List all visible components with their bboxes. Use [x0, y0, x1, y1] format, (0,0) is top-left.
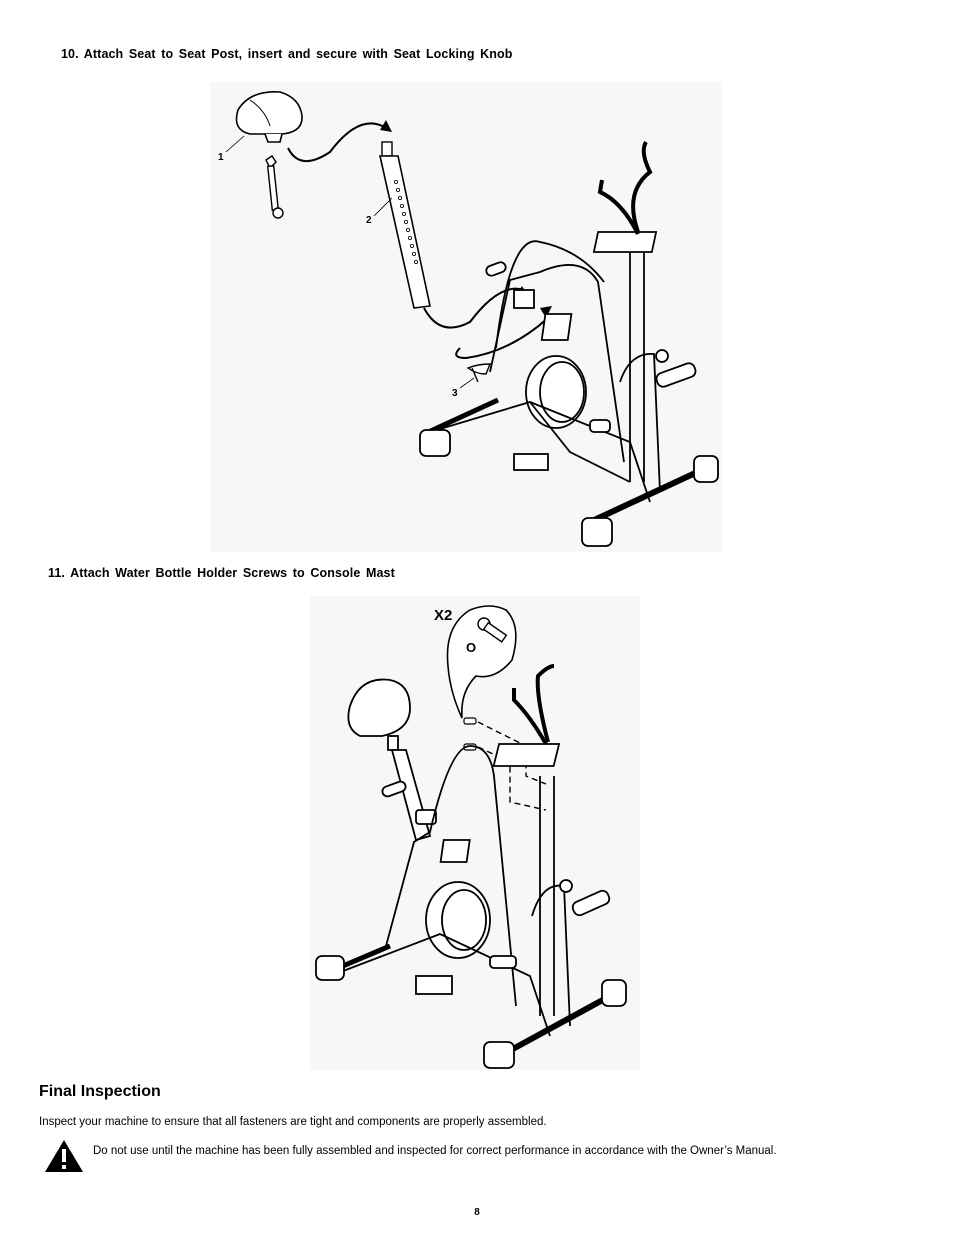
wrench-icon — [265, 155, 284, 219]
part-letter: O — [466, 640, 476, 655]
seat-locking-knob-icon — [466, 363, 492, 383]
step-10-title: 10. Attach Seat to Seat Post, insert and… — [61, 47, 513, 61]
step-11-title: 11. Attach Water Bottle Holder Screws to… — [48, 566, 395, 580]
warning-notice: Do not use until the machine has been fu… — [44, 1139, 924, 1175]
callout-1: 1 — [218, 152, 224, 163]
quantity-label: X2 — [434, 607, 452, 624]
step-10-illustration: 1 2 3 — [210, 82, 722, 552]
final-inspection-text: Inspect your machine to ensure that all … — [39, 1116, 547, 1128]
callout-2: 2 — [366, 215, 372, 226]
warning-triangle-icon — [45, 1140, 83, 1172]
seat-icon — [235, 91, 303, 143]
exercise-bike-icon — [315, 664, 627, 1069]
step-11-illustration: X2 O — [310, 596, 640, 1070]
final-inspection-heading: Final Inspection — [39, 1083, 161, 1100]
screw-icon — [477, 617, 508, 643]
exercise-bike-icon — [419, 140, 719, 547]
warning-text: Do not use until the machine has been fu… — [93, 1145, 777, 1157]
seat-post-icon — [379, 141, 431, 309]
callout-3: 3 — [452, 388, 458, 399]
page-number: 8 — [474, 1207, 480, 1218]
